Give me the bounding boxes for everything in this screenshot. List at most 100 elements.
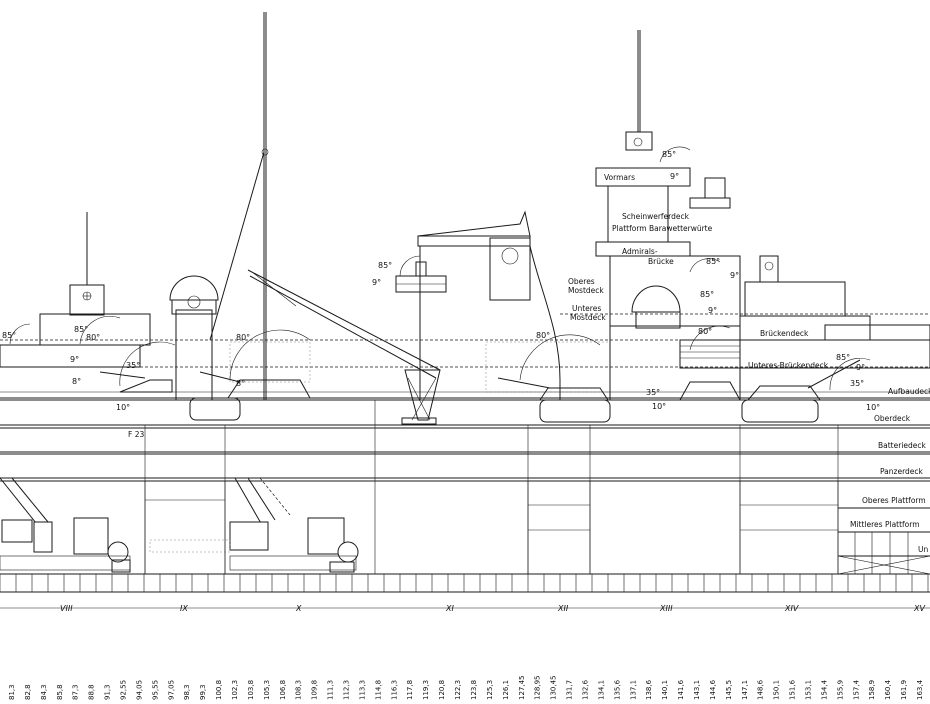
frame-number: 114,8 — [374, 680, 382, 700]
label-f23: F 23 — [128, 430, 144, 439]
frame-number: 99,3 — [199, 684, 207, 700]
label-brueckendeck: Brückendeck — [760, 329, 809, 338]
angle-label: 8° — [236, 379, 245, 388]
frame-number: 141,6 — [677, 679, 685, 700]
frame-number: 161,9 — [900, 680, 908, 700]
frame-number: 84,3 — [40, 684, 48, 700]
label-vormars: Vormars — [604, 173, 635, 182]
angle-label: 85° — [74, 325, 88, 334]
label-oberes-mastdeck-1: Oberes — [568, 277, 595, 286]
angle-label: 35° — [126, 361, 140, 370]
frame-number: 113,3 — [359, 680, 367, 700]
bulkheads — [0, 400, 929, 592]
angle-label: 9° — [372, 278, 381, 287]
angle-label: 85° — [836, 353, 850, 362]
secondary-turret-forward — [485, 341, 611, 423]
frame-number: 154,4 — [820, 679, 828, 700]
angle-label: 9° — [670, 172, 679, 181]
frame-number: 120,8 — [438, 680, 446, 700]
compartment-label: XI — [445, 604, 454, 613]
frame-number: 82,8 — [24, 684, 32, 700]
frame-number: 117,8 — [406, 680, 414, 700]
label-aufbaudeck: Aufbaudeck — [888, 387, 930, 396]
frame-number: 119,3 — [422, 680, 430, 700]
frame-number: 97,05 — [167, 680, 175, 700]
frame-number: 134,1 — [597, 680, 605, 700]
angle-label: 85° — [706, 257, 720, 266]
forward-superstructure — [679, 255, 930, 423]
compartment-label: XIV — [784, 604, 799, 613]
frame-number: 128,95 — [534, 676, 542, 701]
frame-number: 108,3 — [295, 680, 303, 700]
angle-label: 35° — [646, 388, 660, 397]
label-unteres-mastdeck-2: Mostdeck — [570, 313, 606, 322]
frame-number: 109,8 — [311, 680, 319, 700]
frame-number: 158,9 — [868, 680, 876, 700]
label-oberes-plattform: Oberes Plattform — [862, 496, 926, 505]
frame-number: 145,5 — [725, 680, 733, 700]
angle-label: 9° — [856, 363, 865, 372]
angle-label: 9° — [70, 355, 79, 364]
frame-number: 160,4 — [884, 679, 892, 700]
compartment-label: XII — [557, 604, 569, 613]
frame-number: 125,3 — [486, 680, 494, 700]
crane — [247, 269, 441, 425]
label-un: Un — [918, 545, 928, 554]
engine-machinery-left — [0, 477, 131, 573]
compartment-label: XV — [913, 604, 925, 613]
elevation-arcs — [9, 146, 871, 391]
frame-number: 116,3 — [390, 680, 398, 700]
frame-number: 95,55 — [151, 680, 159, 700]
frame-number: 131,7 — [566, 680, 574, 700]
angle-label: 10° — [652, 402, 666, 411]
label-oberes-mastdeck-2: Mostdeck — [568, 286, 604, 295]
aft-superstructure — [0, 212, 173, 393]
secondary-turret-mid — [199, 341, 311, 399]
angle-label: 80° — [536, 331, 550, 340]
angle-label: 85° — [700, 290, 714, 299]
frame-number: 135,6 — [613, 679, 621, 700]
label-unteres-mastdeck-1: Unteres — [572, 304, 601, 313]
label-batteriedeck: Batteriedeck — [878, 441, 927, 450]
frame-number: 150,1 — [773, 680, 781, 700]
frame-number: 130,45 — [550, 676, 558, 701]
frame-number: 87,3 — [72, 684, 80, 700]
angle-label: 10° — [116, 403, 130, 412]
angle-label: 85° — [2, 331, 16, 340]
frame-number: 155,9 — [836, 680, 844, 700]
angle-label: 80° — [236, 333, 250, 342]
frame-number: 122,3 — [454, 680, 462, 700]
frame-number: 123,8 — [470, 680, 478, 700]
compartment-label: IX — [180, 604, 188, 613]
label-admirals: Admirals- — [622, 247, 658, 256]
frame-number: 100,8 — [215, 680, 223, 700]
label-panzerdeck: Panzerdeck — [880, 467, 924, 476]
frame-number: 106,8 — [279, 680, 287, 700]
compartment-label: VIII — [60, 604, 73, 613]
frame-number: 103,8 — [247, 680, 255, 700]
frame-number: 147,1 — [741, 680, 749, 700]
label-mittleres-plattform: Mittleres Plattform — [850, 520, 920, 529]
compartment-label: X — [295, 604, 302, 613]
frame-number: 143,1 — [693, 680, 701, 700]
frame-number: 132,6 — [582, 679, 590, 700]
angle-label: 80° — [86, 333, 100, 342]
label-scheinwerferdeck: Scheinwerferdeck — [622, 212, 690, 221]
label-bruecke: Brücke — [648, 257, 674, 266]
main-mast — [209, 12, 269, 400]
frame-number: 153,1 — [805, 680, 813, 700]
engine-machinery-center — [149, 477, 359, 573]
frame-number: 88,8 — [88, 684, 96, 700]
frame-number: 163,4 — [916, 679, 924, 700]
frame-number: 140,1 — [661, 680, 669, 700]
frame-number: 148,6 — [757, 679, 765, 700]
frame-number: 91,3 — [104, 684, 112, 700]
frame-number: 98,3 — [183, 684, 191, 700]
angle-label: 85° — [662, 150, 676, 159]
frame-number: 127,45 — [518, 676, 526, 701]
frame-number: 144,6 — [709, 679, 717, 700]
frame-number: 157,4 — [852, 679, 860, 700]
frame-number: 85,8 — [56, 684, 64, 700]
rangefinder-tower-aft — [169, 275, 241, 421]
